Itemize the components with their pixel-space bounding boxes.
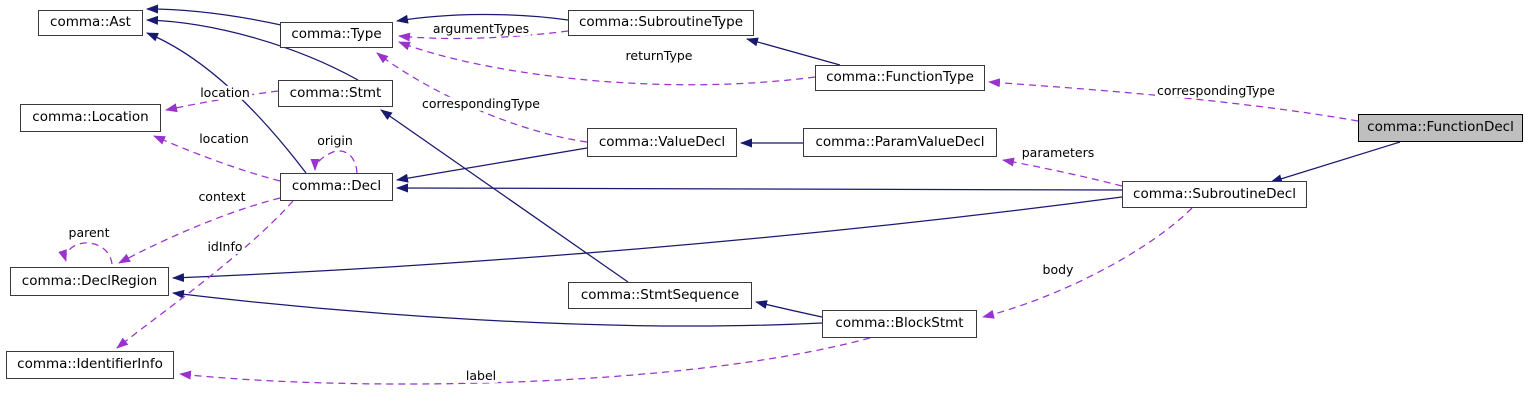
node-subroutine-decl[interactable]: comma::SubroutineDecl bbox=[1122, 181, 1307, 208]
usage-edge-decl-to-decl-region bbox=[118, 197, 281, 264]
edge-label-decl-context: context bbox=[196, 188, 248, 205]
edge-label-subroutine-decl-body: body bbox=[1040, 261, 1076, 278]
edge-label-value-decl-correspondingType: correspondingType bbox=[420, 95, 542, 112]
usage-edge-stmt-to-location bbox=[165, 90, 279, 113]
usage-edge-value-decl-to-type bbox=[376, 52, 588, 143]
usage-edge-subroutine-decl-to-param-value-decl bbox=[1002, 157, 1123, 187]
node-param-value-decl[interactable]: comma::ParamValueDecl bbox=[803, 128, 997, 157]
node-decl-region[interactable]: comma::DeclRegion bbox=[10, 267, 169, 296]
node-block-stmt[interactable]: comma::BlockStmt bbox=[822, 310, 977, 338]
usage-edge-subroutine-decl-to-block-stmt bbox=[982, 207, 1193, 319]
usage-edge-decl-to-location bbox=[153, 135, 281, 182]
inheritance-edge-subroutine-type-to-type bbox=[396, 13, 569, 24]
inheritance-edge-stmt-to-ast bbox=[146, 15, 359, 81]
node-identifier-info[interactable]: comma::IdentifierInfo bbox=[6, 351, 174, 379]
usage-edge-decl-to-identifier-info bbox=[116, 200, 294, 349]
inheritance-edge-block-stmt-to-decl-region bbox=[172, 289, 823, 327]
node-subroutine-type[interactable]: comma::SubroutineType bbox=[568, 10, 754, 36]
inheritance-edge-function-decl-to-subroutine-decl bbox=[1270, 141, 1401, 184]
edge-label-decl-location: location bbox=[197, 130, 251, 147]
node-function-type[interactable]: comma::FunctionType bbox=[815, 65, 985, 91]
node-value-decl[interactable]: comma::ValueDecl bbox=[587, 128, 737, 157]
node-ast[interactable]: comma::Ast bbox=[38, 10, 143, 36]
inheritance-edge-type-to-ast bbox=[146, 4, 282, 26]
edge-label-decl-region-parent: parent bbox=[66, 224, 112, 241]
node-function-decl: comma::FunctionDecl bbox=[1358, 114, 1523, 142]
edge-label-subroutine-type-argumentTypes: argumentTypes bbox=[430, 20, 532, 37]
edge-label-stmt-location: location bbox=[198, 84, 252, 101]
edge-label-block-stmt-label: label bbox=[463, 367, 499, 384]
node-stmt-sequence[interactable]: comma::StmtSequence bbox=[568, 282, 752, 309]
edge-label-subroutine-decl-parameters: parameters bbox=[1019, 144, 1097, 161]
inheritance-edge-function-type-to-subroutine-type bbox=[746, 37, 841, 66]
node-stmt[interactable]: comma::Stmt bbox=[278, 80, 393, 107]
edge-label-decl-idInfo: idInfo bbox=[205, 238, 245, 255]
inheritance-edge-decl-to-ast bbox=[146, 32, 307, 174]
edge-label-function-type-returnType: returnType bbox=[623, 47, 695, 64]
node-decl[interactable]: comma::Decl bbox=[280, 173, 393, 201]
inheritance-edge-block-stmt-to-stmt-sequence bbox=[755, 300, 823, 318]
inheritance-edge-value-decl-to-decl bbox=[396, 147, 588, 183]
node-location[interactable]: comma::Location bbox=[20, 104, 161, 132]
usage-edge-decl-to-decl bbox=[310, 150, 358, 174]
node-type[interactable]: comma::Type bbox=[280, 22, 393, 48]
usage-edge-function-type-to-type bbox=[398, 41, 816, 86]
usage-edge-block-stmt-to-identifier-info bbox=[179, 337, 871, 385]
inheritance-edge-subroutine-decl-to-decl bbox=[396, 183, 1123, 193]
usage-edge-decl-region-to-decl-region bbox=[58, 242, 113, 265]
usage-edge-subroutine-type-to-type bbox=[398, 30, 569, 42]
edge-label-function-decl-correspondingType: correspondingType bbox=[1155, 82, 1277, 99]
inheritance-edge-subroutine-decl-to-decl-region bbox=[172, 196, 1123, 283]
edge-label-decl-origin: origin bbox=[315, 132, 355, 149]
edge-paths-group bbox=[58, 4, 1401, 385]
